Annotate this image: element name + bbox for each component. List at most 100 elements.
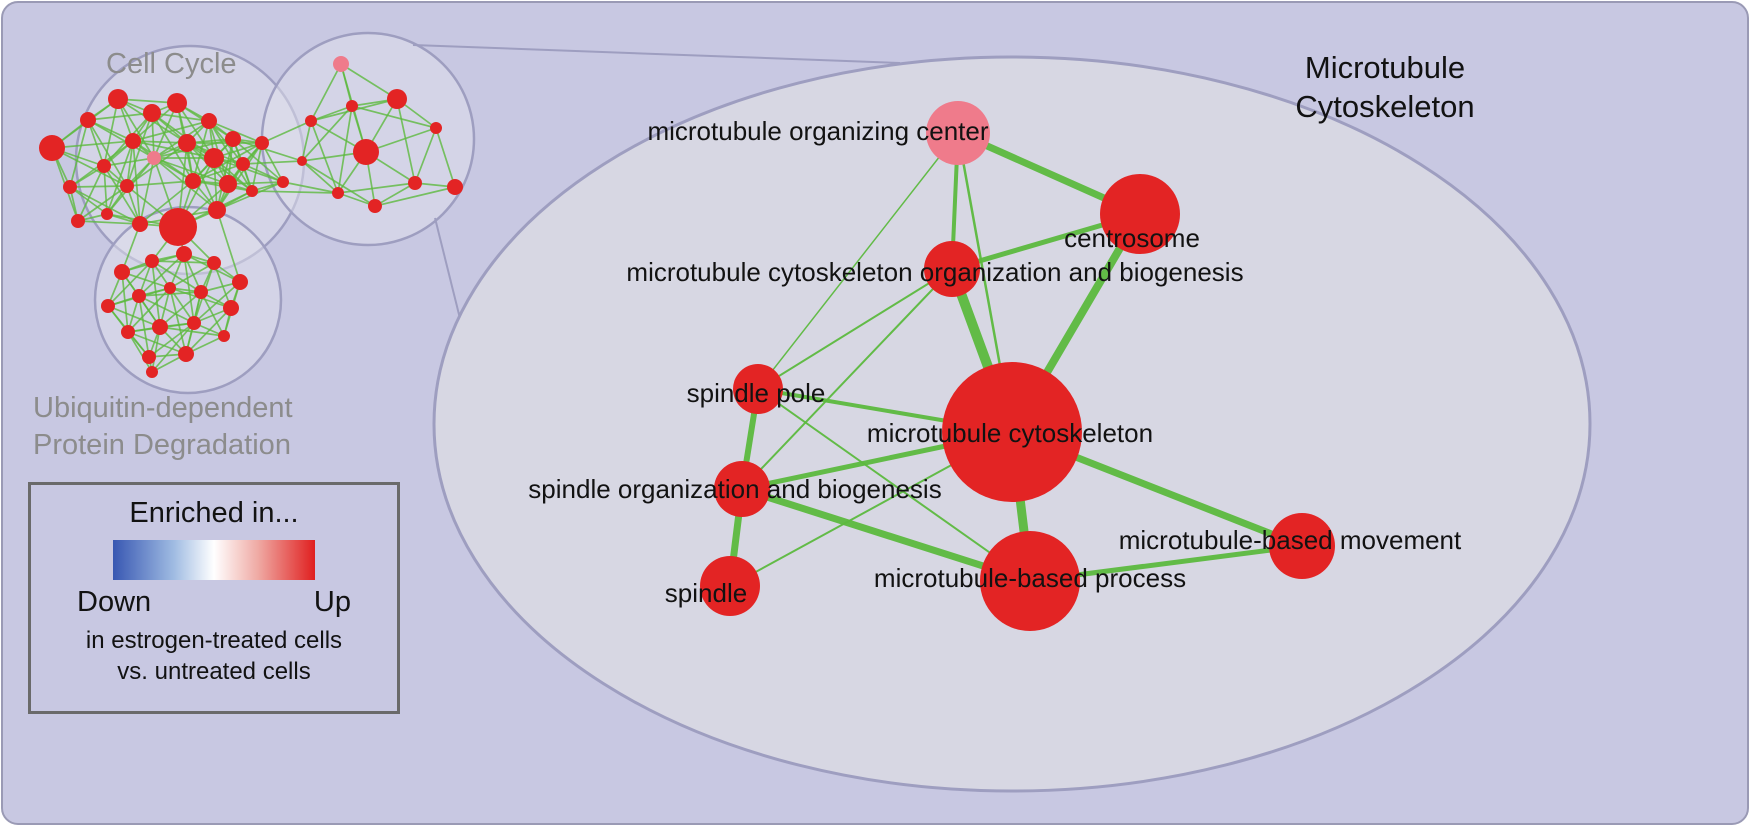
mini-edge (77, 165, 105, 222)
mini-edge (151, 322, 195, 373)
mini-edge (261, 120, 312, 144)
mini-node (167, 93, 187, 113)
mini-node (333, 56, 349, 72)
mini-edge (301, 120, 312, 162)
node-label-moc: microtubule organizing center (647, 116, 988, 146)
mini-node (152, 319, 168, 335)
mini-edge (169, 287, 187, 355)
legend-caption-line2: vs. untreated cells (117, 658, 311, 685)
mini-edge (148, 322, 195, 358)
node-label-spindle: spindle (665, 578, 747, 608)
node-label-sob: spindle organization and biogenesis (528, 474, 941, 504)
mini-edge (216, 209, 241, 283)
magnified-cluster-title-line2: Cytoskeleton (1295, 89, 1475, 124)
edge-sob-mbp (738, 485, 1034, 585)
mini-edge (374, 186, 456, 207)
mini-edge (159, 291, 202, 328)
mini-edge (340, 63, 398, 100)
mini-edge (310, 63, 342, 122)
mini-node (430, 122, 442, 134)
mini-node (125, 133, 141, 149)
mini-node (353, 139, 379, 165)
mini-edge (301, 160, 376, 207)
mini-node (232, 274, 248, 290)
mini-edge (69, 186, 108, 215)
mini-node (368, 199, 382, 213)
node-spindle (700, 556, 760, 616)
mini-edge (153, 157, 218, 211)
mini-edge (351, 105, 437, 129)
mini-node (246, 185, 258, 197)
mini-node (108, 89, 128, 109)
mini-edge (213, 262, 232, 309)
mini-node (97, 159, 111, 173)
mini-edge (106, 140, 134, 215)
mini-node (164, 282, 176, 294)
mini-node (387, 89, 407, 109)
mini-edge (51, 147, 128, 187)
mini-edge (183, 253, 195, 324)
mini-edge (216, 138, 234, 211)
edge-mcob-spindle-pole (757, 268, 953, 390)
mini-node (80, 112, 96, 128)
mini-node (176, 246, 192, 262)
mini-node (277, 176, 289, 188)
mini-edge (103, 98, 119, 167)
node-label-centrosome: centrosome (1064, 223, 1200, 253)
mini-node (332, 187, 344, 199)
mini-node (223, 300, 239, 316)
mini-node (132, 216, 148, 232)
mini-node (185, 173, 201, 189)
mini-edge (138, 295, 150, 358)
node-mc (942, 362, 1082, 502)
mini-edge (87, 119, 105, 167)
legend-title: Enriched in... (129, 497, 299, 529)
enrichment-gradient (113, 540, 315, 580)
mini-edge (169, 287, 195, 324)
mini-node (225, 131, 241, 147)
mini-edge (242, 160, 303, 165)
mini-node (255, 136, 269, 150)
mini-edge (414, 127, 437, 184)
mini-edge (396, 98, 416, 184)
mini-node (187, 316, 201, 330)
mini-node (178, 346, 194, 362)
node-label-spindle-pole: spindle pole (687, 378, 826, 408)
mini-node (218, 330, 230, 342)
edge-mcob-sob (741, 268, 953, 490)
mini-edge (193, 281, 241, 324)
legend-down-label: Down (77, 586, 152, 618)
mini-edge (337, 105, 353, 194)
mini-edge (77, 220, 141, 225)
mini-edge (121, 271, 129, 333)
mini-edge (213, 157, 284, 183)
edge-spindle-pole-mbp (757, 388, 1031, 582)
mini-edge (301, 160, 339, 194)
node-label-mcob: microtubule cytoskeleton organization an… (626, 257, 1243, 287)
mini-edge (301, 105, 353, 162)
mini-edge (227, 181, 284, 185)
mini-node (208, 201, 226, 219)
edge-moc-spindle-pole (757, 132, 959, 390)
mini-edge (121, 223, 141, 273)
mini-edge (192, 163, 244, 182)
magnifier-line (412, 44, 901, 64)
mini-node (297, 156, 307, 166)
node-label-mbp: microtubule-based process (874, 563, 1186, 593)
mini-node (143, 104, 161, 122)
mini-edge (69, 185, 128, 188)
mini-node (121, 325, 135, 339)
mini-edge (176, 102, 215, 159)
mini-node (71, 214, 85, 228)
mini-node (408, 176, 422, 190)
mini-node (219, 175, 237, 193)
mini-edge (310, 105, 353, 122)
node-mbp (980, 531, 1080, 631)
magnified-cluster-title: Microtubule Cytoskeleton (1255, 48, 1515, 126)
mini-node (236, 157, 250, 171)
mini-edge (126, 112, 153, 187)
mini-node (305, 115, 317, 127)
mini-node (101, 208, 113, 220)
